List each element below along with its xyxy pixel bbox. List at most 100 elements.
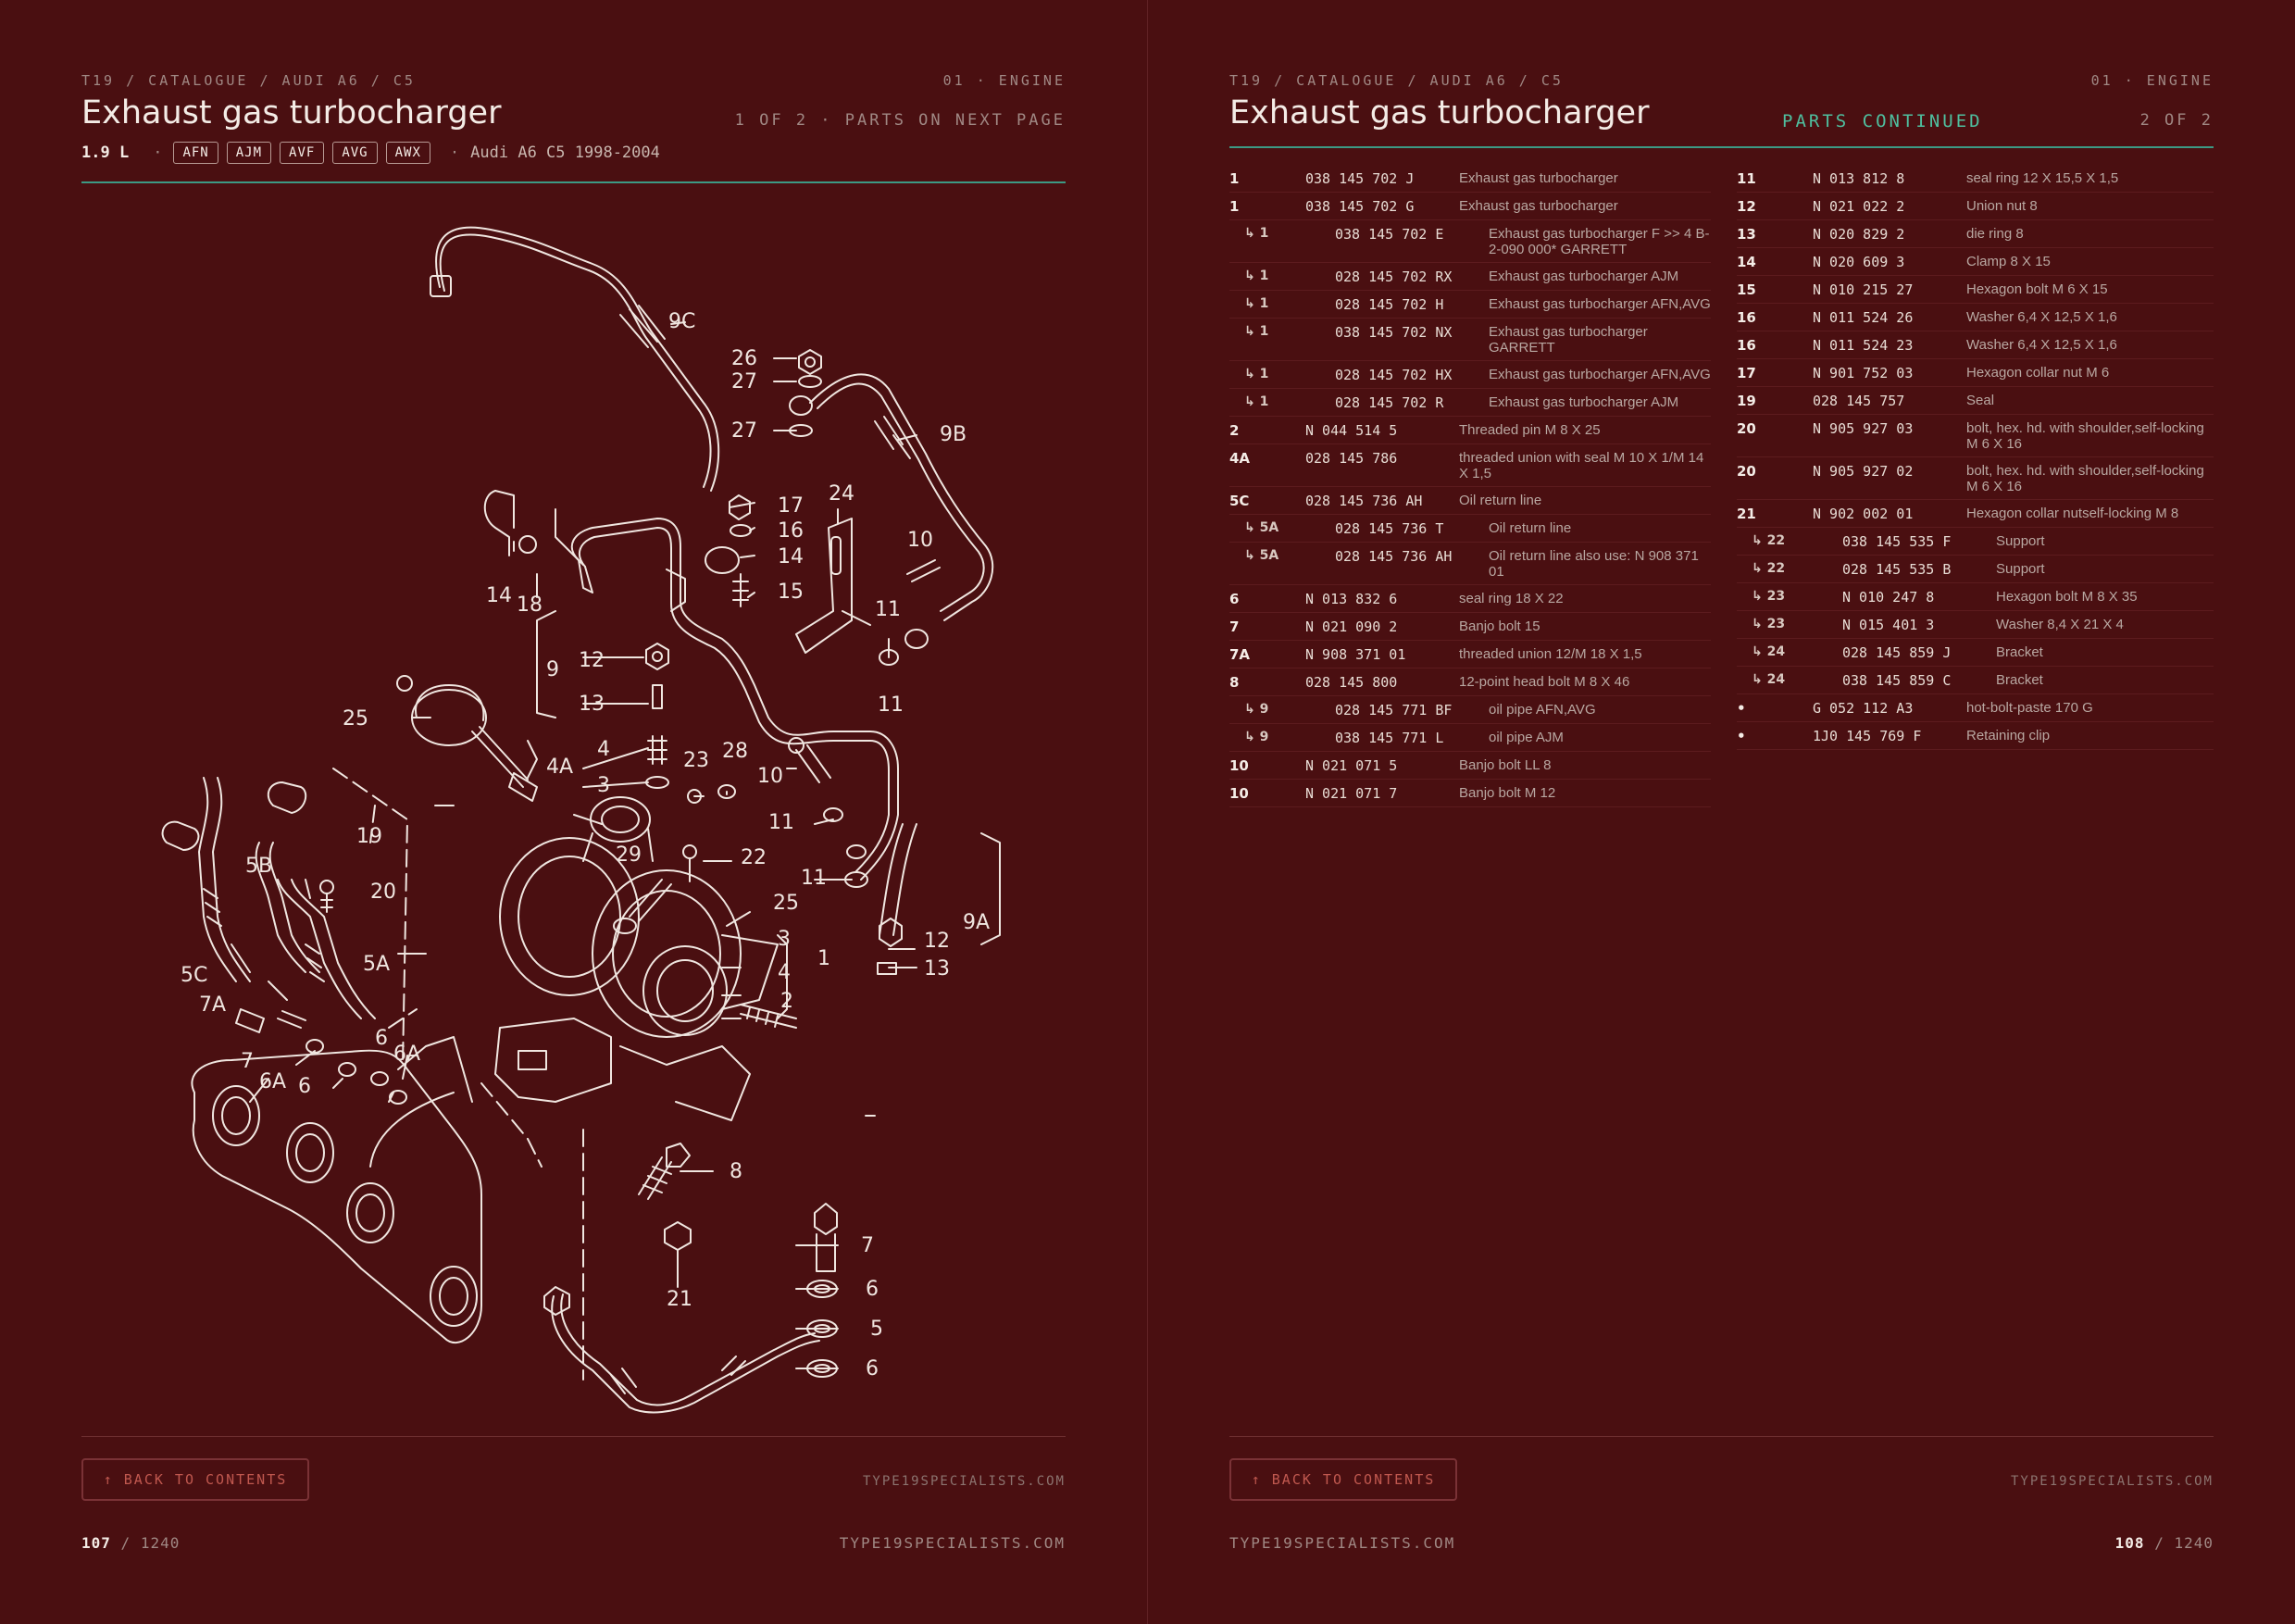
- part-number: N 013 832 6: [1305, 591, 1398, 607]
- part-number: 1J0 145 769 F: [1813, 728, 1922, 744]
- part-description: die ring 8: [1966, 226, 2024, 242]
- callout-label: 7: [861, 1234, 874, 1257]
- part-description: Exhaust gas turbocharger GARRETT: [1489, 324, 1648, 356]
- part-position: 7: [1229, 618, 1240, 635]
- part-position: ↳ 23: [1752, 589, 1786, 604]
- engine-code-chip[interactable]: AVG: [332, 142, 378, 164]
- part-description: Retaining clip: [1966, 728, 2051, 743]
- header-rule: [81, 181, 1066, 183]
- part-position: 10: [1229, 757, 1249, 774]
- part-description: bolt, hex. hd. with shoulder,self-lockin…: [1966, 463, 2204, 494]
- part-position: ↳ 1: [1244, 394, 1269, 409]
- part-position: 20: [1737, 463, 1756, 480]
- part-position: ↳ 9: [1244, 702, 1269, 717]
- part-position: 4A: [1229, 450, 1251, 467]
- engine-code-chip[interactable]: AJM: [226, 142, 272, 164]
- part-description: oil pipe AFN,AVG: [1489, 702, 1596, 718]
- engine-code-chip[interactable]: AFN: [173, 142, 218, 164]
- part-position: •: [1737, 728, 1746, 744]
- engine-code-chip[interactable]: AWX: [385, 142, 430, 164]
- part-number: N 015 401 3: [1842, 617, 1935, 633]
- part-description: 12-point head bolt M 8 X 46: [1459, 674, 1630, 690]
- part-number: 038 145 702 NX: [1335, 324, 1453, 341]
- part-position: ↳ 1: [1244, 367, 1269, 381]
- part-number: 028 145 736 AH: [1305, 493, 1423, 509]
- part-number: 028 145 535 B: [1842, 561, 1952, 578]
- callout-label: 25: [773, 892, 799, 915]
- part-number: 028 145 800: [1305, 674, 1398, 691]
- part-description: Banjo bolt 15: [1459, 618, 1540, 634]
- page-spine: [1147, 0, 1148, 1624]
- part-description: threaded union 12/M 18 X 1,5: [1459, 646, 1642, 662]
- page-title: Exhaust gas turbocharger: [81, 94, 502, 131]
- back-to-contents-button[interactable]: ↑ BACK TO CONTENTS: [1229, 1458, 1457, 1501]
- part-position: ↳ 22: [1752, 533, 1786, 548]
- site-link[interactable]: TYPE19SPECIALISTS.COM: [2010, 1474, 2214, 1489]
- part-number: 028 145 757: [1813, 393, 1905, 409]
- callout-label: 10: [757, 765, 783, 788]
- callout-label: 21: [667, 1288, 692, 1311]
- back-to-contents-button[interactable]: ↑ BACK TO CONTENTS: [81, 1458, 309, 1501]
- site-link[interactable]: TYPE19SPECIALISTS.COM: [862, 1474, 1066, 1489]
- callout-label: 1: [817, 947, 830, 970]
- callout-label: 15: [778, 581, 804, 604]
- part-position: ↳ 22: [1752, 561, 1786, 576]
- part-position: 11: [1737, 170, 1756, 187]
- page-status: 2 OF 2: [2139, 111, 2214, 130]
- engine-code-chip[interactable]: AVF: [280, 142, 325, 164]
- callout-label: 22: [741, 846, 767, 869]
- callout-label: 3: [597, 774, 610, 797]
- part-position: ↳ 9: [1244, 730, 1269, 744]
- callout-label: 9C: [668, 310, 695, 333]
- callout-label: 6: [866, 1278, 879, 1301]
- fitment-line: 1.9 L · AFN AJM AVF AVG AWX · Audi A6 C5…: [81, 142, 660, 164]
- part-number: 028 145 702 H: [1335, 296, 1444, 313]
- part-position: 1: [1229, 198, 1240, 215]
- part-description: Bracket: [1996, 644, 2043, 660]
- parts-row[interactable]: • 1J0 145 769 F Retaining clip: [1737, 722, 2214, 750]
- part-position: ↳ 1: [1244, 269, 1269, 283]
- part-description: Washer 6,4 X 12,5 X 1,6: [1966, 337, 2117, 353]
